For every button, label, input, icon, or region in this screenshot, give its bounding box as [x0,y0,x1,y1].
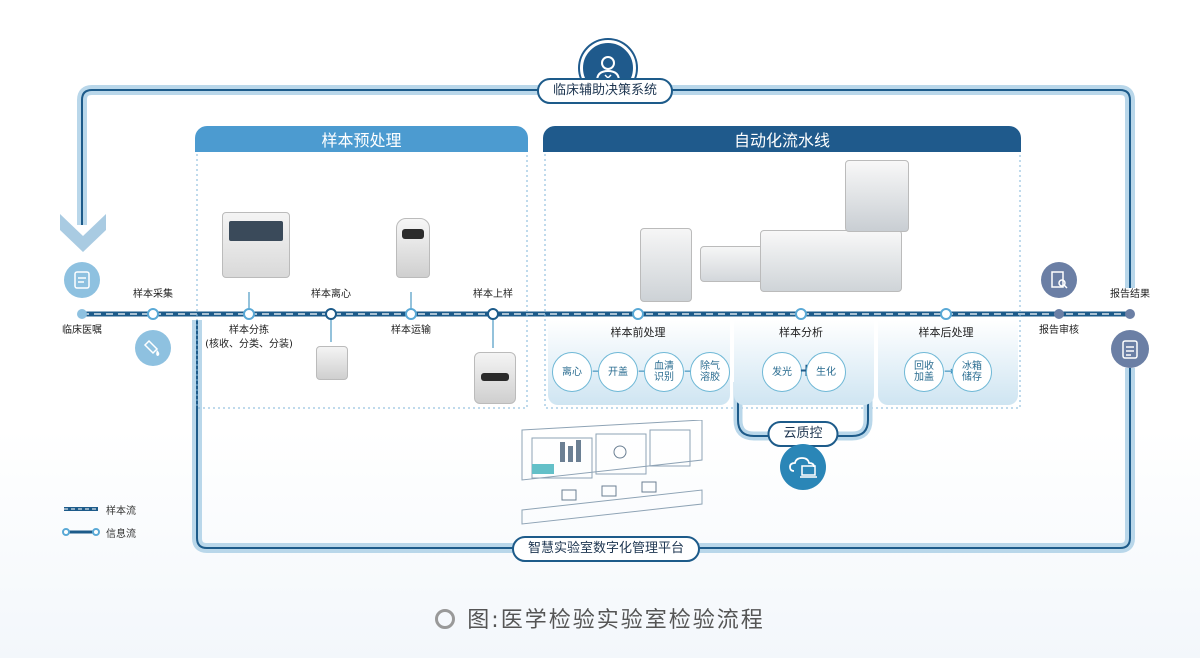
sorting-machine-image [222,212,290,278]
pipeline-title: 自动化流水线 [733,131,830,150]
arrow-right-icon: → [638,364,648,378]
figure-caption: 图:医学检验实验室检验流程 [0,602,1200,634]
arrow-right-icon: → [592,364,602,378]
node-label-order: 临床医嘱 [62,325,102,336]
pretreat-title: 样本预处理 [321,131,402,150]
pretreat-header: 样本预处理 [195,126,528,152]
legend-info-flow-label: 信息流 [106,529,136,540]
cloud-monitor-icon [780,444,826,490]
node-label-centrifuge: 样本离心 [311,289,351,300]
down-arrow-icon [60,214,106,252]
step-serum-id: 血清 识别 [644,352,684,392]
clipboard-icon [64,262,100,298]
step-biochem: 生化 [806,352,846,392]
pipeline-tower-image [845,160,909,232]
stage-title-analysis: 样本分析 [779,326,823,339]
pipeline-machine-left-image [640,228,692,302]
stage-title-post: 样本后处理 [918,326,974,339]
node-label-sort: 样本分拣 (核收、分类、分装) [205,325,293,350]
node-label-result: 报告结果 [1110,289,1150,300]
node-label-review: 报告审核 [1039,325,1079,336]
figure-caption-text: 图:医学检验实验室检验流程 [467,608,765,633]
step-centrifuge: 离心 [552,352,592,392]
transport-robot-image [396,218,430,278]
stage-title-pre: 样本前处理 [610,326,666,339]
pipeline-header: 自动化流水线 [543,126,1021,152]
report-list-icon [1111,330,1149,368]
pipeline-analyzer-image [760,230,902,292]
arrow-right-icon: → [944,364,955,378]
node-label-collect: 样本采集 [133,289,173,300]
node-label-transport: 样本运输 [391,325,431,336]
step-luminescence: 发光 [762,352,802,392]
circle-bullet-icon [435,609,456,629]
centrifuge-image [316,346,348,380]
legend-sample-flow-label: 样本流 [106,506,136,517]
sample-tube-icon [135,330,171,366]
loading-robot-image [474,352,516,404]
arrow-right-icon: → [684,364,694,378]
node-label-load: 样本上样 [473,289,513,300]
step-fridge: 冰箱 储存 [952,352,992,392]
clinical-decision-system-label: 临床辅助决策系统 [536,78,674,104]
step-degas: 除气 溶胶 [690,352,730,392]
lab-room-illustration [521,420,703,525]
stage-box-analysis [734,320,874,405]
step-uncap: 开盖 [598,352,638,392]
step-recap: 回收 加盖 [904,352,944,392]
stage-box-post [878,320,1018,405]
report-search-icon [1041,262,1077,298]
lab-management-platform-label: 智慧实验室数字化管理平台 [511,536,701,562]
